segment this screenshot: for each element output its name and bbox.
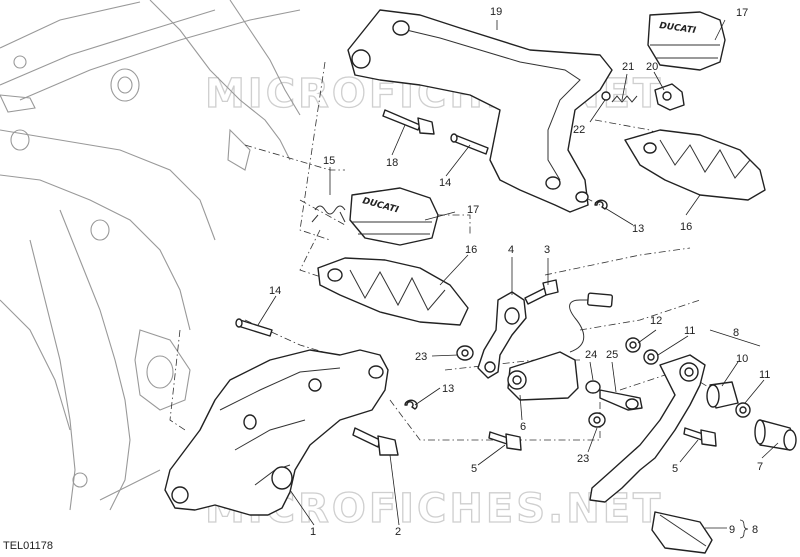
motorcycle-frame <box>0 0 301 511</box>
part-6-shift-sensor <box>507 292 614 401</box>
part-3-bolt <box>524 279 559 305</box>
callout-11-upper: 11 <box>684 325 695 337</box>
callout-5-left: 5 <box>471 463 477 475</box>
callout-20: 20 <box>646 61 658 73</box>
part-23-nut-left <box>456 345 474 361</box>
part-19-rear-bracket <box>347 9 613 213</box>
callout-14-upper: 14 <box>439 177 451 189</box>
callout-5-mid: 5 <box>672 463 678 475</box>
callout-16-left: 16 <box>465 244 477 256</box>
callout-11-lower: 11 <box>759 369 770 381</box>
part-1-front-bracket <box>164 349 389 516</box>
part-14-pin-upper <box>450 133 489 155</box>
part-5-bolt-left <box>488 431 522 451</box>
part-11-washer-lower <box>735 402 751 418</box>
callout-18: 18 <box>386 157 398 169</box>
callout-4: 4 <box>508 244 514 256</box>
callout-23-right: 23 <box>577 453 589 465</box>
part-4-lever-arm <box>477 291 527 379</box>
part-20-detent-ball <box>654 83 685 111</box>
part-18-bolt <box>382 109 435 135</box>
part-25-linkage-rod <box>599 389 643 411</box>
part-16-footpeg-left <box>317 257 469 326</box>
part-13-circlip-upper <box>594 199 608 210</box>
part-7-pivot-bolt <box>754 419 797 451</box>
part-9-shift-peg <box>651 511 713 554</box>
brace-part-9-8 <box>739 519 749 539</box>
part-13-circlip-lower <box>404 399 418 410</box>
callout-3: 3 <box>544 244 550 256</box>
part-12-washer <box>625 337 641 353</box>
part-2-bolt <box>352 427 399 456</box>
part-15-spring <box>311 205 346 223</box>
callout-labels: 1 2 3 4 5 5 5 6 7 8 8 9 10 11 11 12 13 1… <box>269 6 770 538</box>
callout-15: 15 <box>323 155 335 167</box>
callout-12: 12 <box>650 315 662 327</box>
callout-25: 25 <box>606 349 618 361</box>
callout-24: 24 <box>585 349 597 361</box>
part-10-bushing <box>706 381 739 409</box>
part-14-pin-lower <box>235 318 273 337</box>
callout-21: 21 <box>622 61 634 73</box>
callout-16-right: 16 <box>680 221 692 233</box>
part-21-spring <box>611 95 638 103</box>
part-17-rubber-insert-left: DUCATI <box>349 187 439 246</box>
callout-6: 6 <box>520 421 526 433</box>
callout-7: 7 <box>757 461 763 473</box>
callout-8-brace: 8 <box>752 524 758 536</box>
part-24-nut <box>585 380 601 394</box>
part-16-footpeg-right <box>624 129 766 201</box>
part-5-bolt-mid <box>683 427 717 447</box>
bracket-part-8 <box>709 329 761 347</box>
part-11-washer-upper <box>643 349 659 365</box>
part-17-rubber-insert-right: DUCATI <box>647 11 726 71</box>
part-22-ball <box>601 91 611 101</box>
callout-1: 1 <box>310 526 316 538</box>
callout-22: 22 <box>573 124 585 136</box>
callout-14-lower: 14 <box>269 285 281 297</box>
part-23-nut-right <box>588 412 606 428</box>
drawing-code: TEL01178 <box>3 540 53 552</box>
callout-9: 9 <box>729 524 735 536</box>
callout-10: 10 <box>736 353 748 365</box>
callout-13-upper: 13 <box>632 223 644 235</box>
callout-13-lower: 13 <box>442 383 454 395</box>
leader-lines <box>257 19 779 529</box>
callout-23-left: 23 <box>415 351 427 363</box>
callout-19: 19 <box>490 6 502 18</box>
callout-2: 2 <box>395 526 401 538</box>
part-8-shift-lever <box>589 354 706 503</box>
callout-17-right: 17 <box>736 7 748 19</box>
callout-17-left: 17 <box>467 204 479 216</box>
callout-8: 8 <box>733 327 739 339</box>
